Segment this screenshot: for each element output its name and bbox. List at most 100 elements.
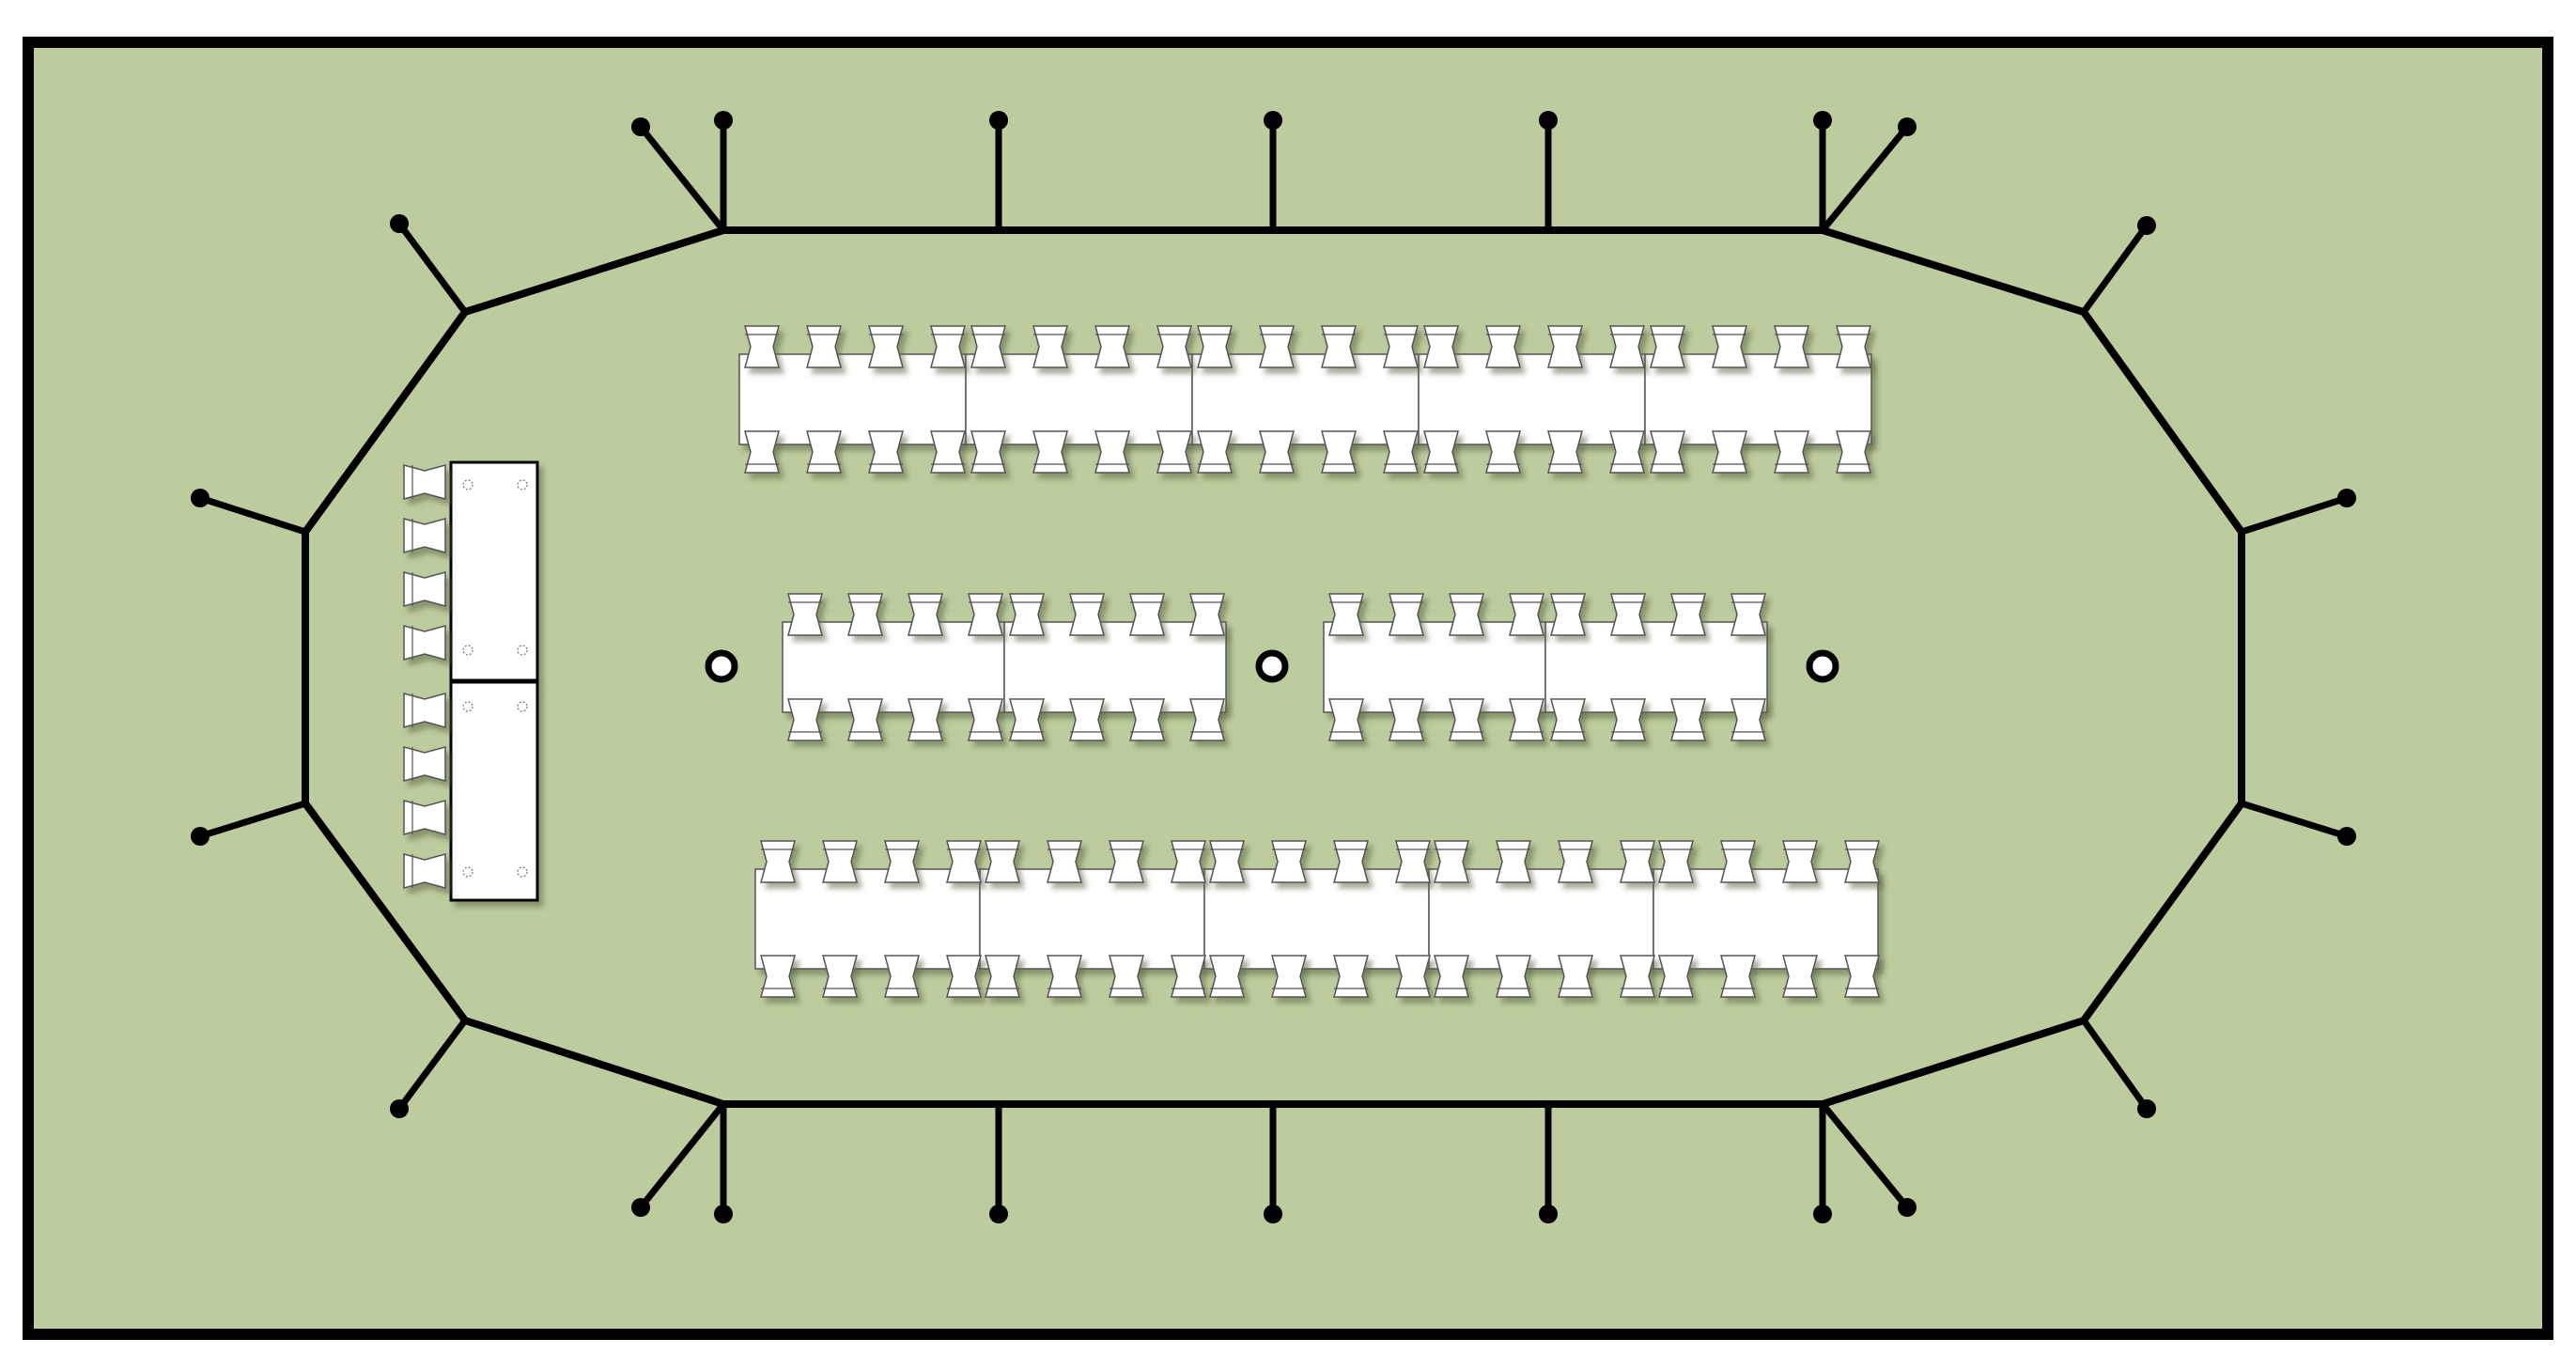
chair (822, 840, 858, 883)
chair (1720, 840, 1756, 883)
chair (1558, 955, 1593, 998)
tent-stake (1264, 111, 1282, 130)
table-leg-marker (517, 645, 528, 656)
chair (1259, 325, 1295, 368)
chair (1009, 698, 1045, 741)
chair (946, 955, 982, 998)
guy-line (2240, 800, 2349, 840)
chair (403, 853, 446, 889)
chair (908, 593, 943, 636)
chair (1485, 430, 1521, 474)
table-leg-marker (517, 866, 528, 878)
chair (403, 625, 446, 661)
table-leg-marker (462, 479, 473, 490)
chair (1836, 325, 1871, 368)
chair (403, 800, 446, 835)
banquet-table (1418, 353, 1646, 445)
chair (1129, 593, 1165, 636)
chair (1171, 955, 1206, 998)
banquet-table (1003, 621, 1227, 713)
tent-stake (1264, 1205, 1282, 1223)
chair (968, 593, 1003, 636)
chair (1712, 325, 1747, 368)
chair (403, 464, 446, 500)
tent-stake (631, 1198, 650, 1217)
tent-stake (191, 827, 209, 846)
chair (985, 955, 1020, 998)
chair (1259, 430, 1295, 474)
chair (1321, 325, 1357, 368)
chair (1609, 325, 1645, 368)
chair (760, 955, 796, 998)
chair (1109, 840, 1144, 883)
tent-center-poles (705, 649, 1839, 683)
banquet-table (782, 621, 1005, 713)
chair (968, 698, 1003, 741)
chair (1434, 840, 1469, 883)
chair (1650, 325, 1685, 368)
tent-stake (714, 1205, 733, 1223)
guy-line (396, 221, 468, 315)
tent-stake (1539, 1205, 1558, 1223)
chair (1189, 593, 1225, 636)
chair (1333, 955, 1369, 998)
banquet-table (979, 868, 1205, 970)
banquet-table (754, 868, 981, 970)
chair (760, 840, 796, 883)
chair (847, 698, 883, 741)
chair (1009, 593, 1045, 636)
chair (1047, 955, 1082, 998)
chair (403, 746, 446, 782)
chair (1129, 698, 1165, 741)
tent-outline (191, 111, 2356, 1223)
table-layout (403, 325, 1880, 998)
chair (1423, 430, 1459, 474)
chair (403, 571, 446, 607)
chair (1658, 955, 1694, 998)
chair (744, 430, 780, 474)
banquet-table (1544, 621, 1768, 713)
guy-line (638, 1101, 726, 1210)
tent-stake (989, 111, 1008, 130)
tent-stake (191, 489, 209, 507)
chair (1395, 840, 1431, 883)
chair (1333, 840, 1369, 883)
chair (970, 325, 1006, 368)
tent-stake (2137, 1099, 2156, 1118)
chair (1094, 325, 1130, 368)
chair (1434, 955, 1469, 998)
chair (1209, 840, 1245, 883)
chair (985, 840, 1020, 883)
chair (1383, 325, 1419, 368)
chair (1782, 840, 1818, 883)
chair (1670, 593, 1706, 636)
chair (744, 325, 780, 368)
chair (806, 430, 842, 474)
chair (1109, 955, 1144, 998)
chair (1485, 325, 1521, 368)
tent-stake (1813, 111, 1832, 130)
chair (1321, 430, 1357, 474)
chair (1496, 955, 1531, 998)
chair (1328, 593, 1364, 636)
guy-line (198, 494, 307, 536)
tent-stake (1898, 1198, 1916, 1217)
chair (868, 430, 904, 474)
chair (1650, 430, 1685, 474)
chair (1496, 840, 1531, 883)
guy-line (2081, 1018, 2149, 1112)
guy-line (2240, 494, 2349, 536)
chair (970, 430, 1006, 474)
chair (1047, 840, 1082, 883)
chair (1658, 840, 1694, 883)
chair (1620, 840, 1655, 883)
chair (403, 518, 446, 553)
chair (1730, 593, 1766, 636)
chair (1449, 698, 1484, 741)
chair (1609, 430, 1645, 474)
chair (1730, 698, 1766, 741)
chair (1171, 840, 1206, 883)
chair (787, 698, 823, 741)
table-leg-marker (462, 645, 473, 656)
chair (1620, 955, 1655, 998)
